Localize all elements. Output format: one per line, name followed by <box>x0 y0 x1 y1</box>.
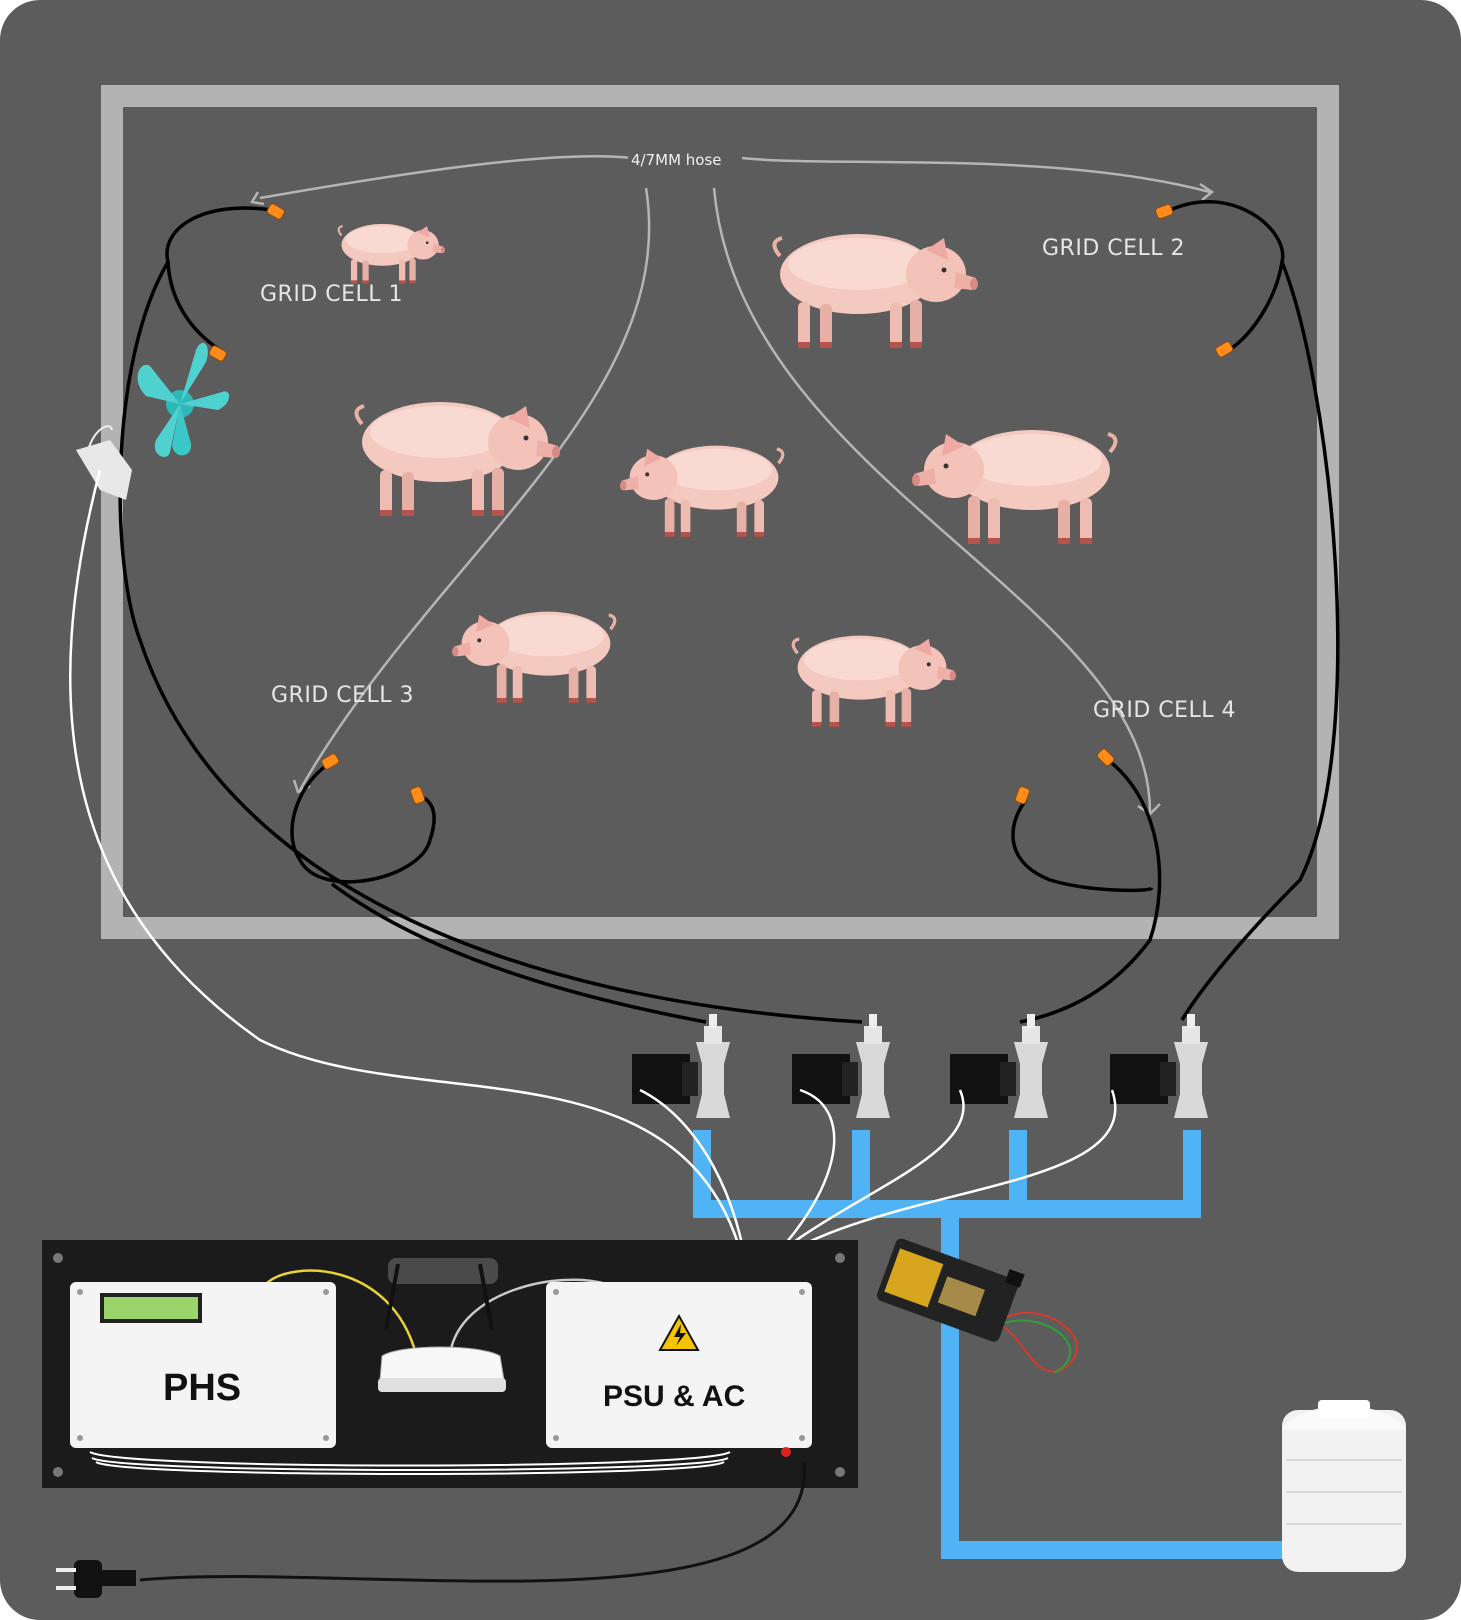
grey-hoses <box>249 154 1215 816</box>
pen-frame <box>101 85 1339 939</box>
phs-label: PHS <box>163 1367 242 1409</box>
nozzle <box>266 203 285 220</box>
pump-icon <box>876 1238 1078 1374</box>
high-voltage-warning-icon <box>658 1313 700 1351</box>
power-plug-icon <box>56 1461 806 1598</box>
hose-label: 4/7MM hose <box>628 151 725 169</box>
grid-cell-1-label: GRID CELL 1 <box>260 282 404 307</box>
grid-cell-3-label: GRID CELL 3 <box>271 683 415 708</box>
nozzle <box>1215 341 1234 358</box>
nozzle <box>1014 786 1031 805</box>
nozzle <box>208 345 227 362</box>
psu-unit <box>546 1282 812 1448</box>
nozzle <box>321 753 340 770</box>
router-icon <box>378 1263 506 1392</box>
nozzle <box>1096 748 1115 767</box>
psu-label: PSU & AC <box>603 1380 746 1413</box>
lcd-display-icon <box>100 1293 202 1323</box>
nozzle <box>409 786 426 805</box>
fan-icon <box>76 342 230 500</box>
water-tank-icon <box>1282 1400 1406 1572</box>
nozzle <box>1155 203 1174 220</box>
phs-unit <box>70 1282 336 1448</box>
control-box <box>42 1240 858 1488</box>
nozzles <box>208 203 1234 805</box>
grid-cell-2-label: GRID CELL 2 <box>1042 236 1186 261</box>
grid-cell-4-label: GRID CELL 4 <box>1093 698 1237 723</box>
black-hoses <box>118 199 1340 1024</box>
